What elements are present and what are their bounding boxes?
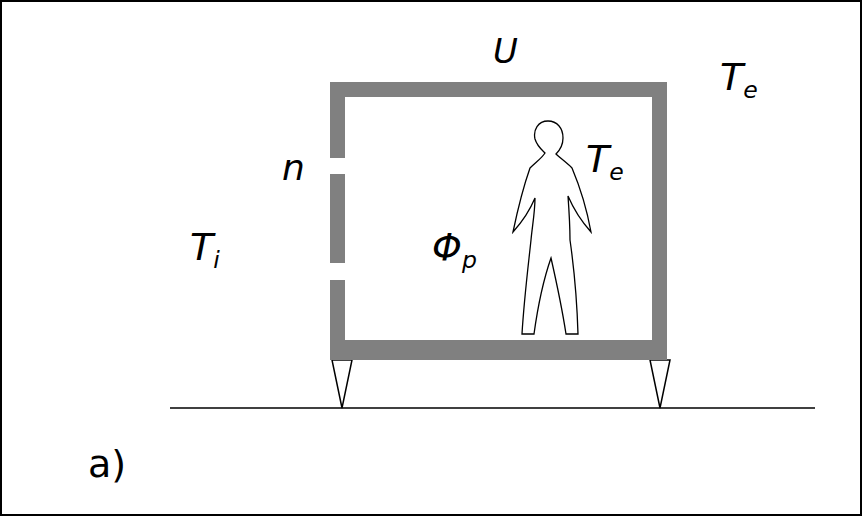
ground-line xyxy=(170,407,815,409)
left-wall xyxy=(330,174,345,263)
roof-wall xyxy=(330,82,667,97)
walls xyxy=(330,82,667,360)
left-wall xyxy=(330,280,345,360)
panel-letter: a) xyxy=(88,445,126,483)
exterior-temperature: Te xyxy=(720,58,758,103)
interior-temperature: Φp xyxy=(432,228,477,273)
wall-u-value: U xyxy=(493,34,518,68)
exterior-temperature: Ti xyxy=(190,228,220,273)
person-heat-flux: Te xyxy=(586,140,624,185)
support-leg xyxy=(650,360,670,408)
ventilation-rate: n xyxy=(282,150,305,186)
left-wall xyxy=(330,82,345,158)
right-wall xyxy=(652,82,667,360)
person-outline xyxy=(513,121,591,334)
support-leg xyxy=(332,360,352,408)
floor-wall xyxy=(330,340,667,360)
